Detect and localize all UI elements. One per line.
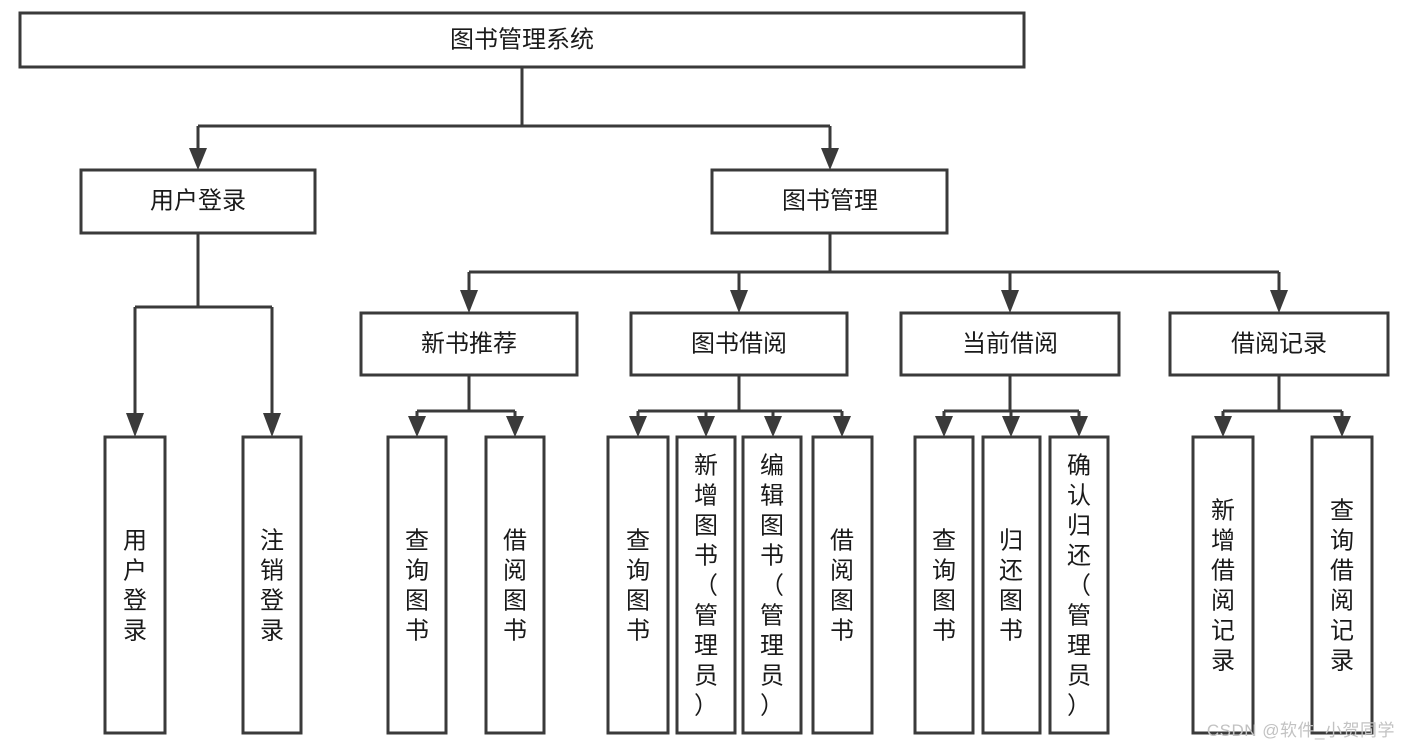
node-borrow-records[interactable]: 借阅记录 — [1168, 311, 1390, 377]
node-borrow-records-label: 借阅记录 — [1231, 330, 1327, 357]
connector-group-book-borrow — [629, 375, 851, 437]
node-user-login-box[interactable] — [79, 168, 317, 235]
node-book-management[interactable]: 图书管理 — [710, 168, 949, 235]
arrowhead-userlogin-leaf-1 — [126, 413, 144, 437]
connector-group-root — [189, 67, 839, 170]
arrowhead-current-leaf-3 — [1070, 416, 1088, 437]
node-leaf-edit-book-admin-box[interactable] — [741, 435, 803, 735]
node-leaf-add-book-admin[interactable]: 新增图书（管理员） — [675, 435, 737, 735]
arrowhead-bookmgmt-to-records — [1270, 290, 1288, 313]
node-current-borrow[interactable]: 当前借阅 — [899, 311, 1121, 377]
node-leaf-query-book-newbook-label: 查询图书 — [405, 527, 429, 644]
node-leaf-add-borrow-record-box[interactable] — [1191, 435, 1255, 735]
node-leaf-query-borrow-record-box[interactable] — [1310, 435, 1374, 735]
node-leaf-logout[interactable]: 注销登录 — [241, 435, 303, 735]
node-leaf-query-borrow-record-label: 查询借阅记录 — [1330, 497, 1354, 674]
node-leaf-borrow-book-newbook-label: 借阅图书 — [503, 527, 527, 644]
node-current-borrow-label: 当前借阅 — [962, 330, 1058, 357]
node-leaf-logout-label: 注销登录 — [260, 527, 284, 644]
node-leaf-confirm-return-admin-box[interactable] — [1048, 435, 1110, 735]
node-borrow-records-box[interactable] — [1168, 311, 1390, 377]
node-leaf-query-book-newbook-box[interactable] — [386, 435, 448, 735]
arrowhead-current-leaf-2 — [1002, 416, 1020, 437]
node-user-login[interactable]: 用户登录 — [79, 168, 317, 235]
node-leaf-edit-book-admin[interactable]: 编辑图书（管理员） — [741, 435, 803, 735]
node-leaf-add-book-admin-label: 新增图书（管理员） — [694, 452, 718, 719]
node-root-box[interactable] — [18, 11, 1026, 69]
node-new-book-recommend-box[interactable] — [359, 311, 579, 377]
node-leaf-borrow-book[interactable]: 借阅图书 — [811, 435, 874, 735]
node-leaf-return-book[interactable]: 归还图书 — [981, 435, 1042, 735]
arrowhead-root-to-user-login — [189, 148, 207, 170]
arrowhead-bookmgmt-to-new-book — [460, 290, 478, 313]
node-user-login-label: 用户登录 — [150, 187, 246, 214]
node-book-borrow[interactable]: 图书借阅 — [629, 311, 849, 377]
node-leaf-query-book-borrow[interactable]: 查询图书 — [606, 435, 670, 735]
csdn-watermark: CSDN @软件_小贺同学 — [1206, 721, 1395, 740]
node-root-label: 图书管理系统 — [450, 26, 594, 53]
node-leaf-borrow-book-newbook-box[interactable] — [484, 435, 546, 735]
arrowhead-newbook-leaf-1 — [408, 416, 426, 437]
arrowhead-borrow-leaf-2 — [697, 416, 715, 437]
node-leaf-borrow-book-label: 借阅图书 — [830, 527, 854, 644]
node-leaf-confirm-return-admin-label: 确认归还（管理员） — [1067, 452, 1091, 719]
connector-group-book-mgmt — [460, 233, 1288, 313]
node-book-management-label: 图书管理 — [782, 187, 878, 214]
arrowhead-borrow-leaf-1 — [629, 416, 647, 437]
arrowhead-records-leaf-2 — [1333, 416, 1351, 437]
node-book-borrow-box[interactable] — [629, 311, 849, 377]
arrowhead-borrow-leaf-3 — [764, 416, 782, 437]
node-leaf-query-book-borrow-label: 查询图书 — [626, 527, 650, 644]
connector-group-new-book — [408, 375, 524, 437]
arrowhead-userlogin-leaf-2 — [263, 413, 281, 437]
node-leaf-query-borrow-record[interactable]: 查询借阅记录 — [1310, 435, 1374, 735]
node-leaf-add-book-admin-box[interactable] — [675, 435, 737, 735]
arrowhead-records-leaf-1 — [1214, 416, 1232, 437]
node-leaf-borrow-book-box[interactable] — [811, 435, 874, 735]
node-new-book-recommend-label: 新书推荐 — [421, 330, 517, 357]
connector-group-user-login — [126, 233, 281, 437]
node-leaf-query-book-newbook[interactable]: 查询图书 — [386, 435, 448, 735]
node-current-borrow-box[interactable] — [899, 311, 1121, 377]
connector-group-current-borrow — [935, 375, 1088, 437]
node-leaf-return-book-label: 归还图书 — [999, 527, 1023, 644]
node-leaf-edit-book-admin-label: 编辑图书（管理员） — [760, 452, 784, 719]
node-book-management-box[interactable] — [710, 168, 949, 235]
node-book-borrow-label: 图书借阅 — [691, 330, 787, 357]
node-leaf-user-login-box[interactable] — [103, 435, 167, 735]
arrowhead-bookmgmt-to-current — [1001, 290, 1019, 313]
node-root[interactable]: 图书管理系统 — [18, 11, 1026, 69]
node-leaf-user-login[interactable]: 用户登录 — [103, 435, 167, 735]
node-leaf-query-book-current-box[interactable] — [913, 435, 975, 735]
node-leaf-add-borrow-record-label: 新增借阅记录 — [1211, 497, 1235, 674]
arrowhead-root-to-book-mgmt — [821, 148, 839, 170]
node-leaf-query-book-current[interactable]: 查询图书 — [913, 435, 975, 735]
node-leaf-query-book-current-label: 查询图书 — [932, 527, 956, 644]
node-leaf-query-book-borrow-box[interactable] — [606, 435, 670, 735]
arrowhead-newbook-leaf-2 — [506, 416, 524, 437]
node-leaf-user-login-label: 用户登录 — [123, 527, 147, 644]
node-leaf-confirm-return-admin[interactable]: 确认归还（管理员） — [1048, 435, 1110, 735]
node-new-book-recommend[interactable]: 新书推荐 — [359, 311, 579, 377]
node-leaf-add-borrow-record[interactable]: 新增借阅记录 — [1191, 435, 1255, 735]
arrowhead-bookmgmt-to-borrow — [730, 290, 748, 313]
node-leaf-logout-box[interactable] — [241, 435, 303, 735]
node-leaf-borrow-book-newbook[interactable]: 借阅图书 — [484, 435, 546, 735]
connector-group-borrow-records — [1214, 375, 1351, 437]
node-leaf-return-book-box[interactable] — [981, 435, 1042, 735]
arrowhead-borrow-leaf-4 — [833, 416, 851, 437]
arrowhead-current-leaf-1 — [935, 416, 953, 437]
